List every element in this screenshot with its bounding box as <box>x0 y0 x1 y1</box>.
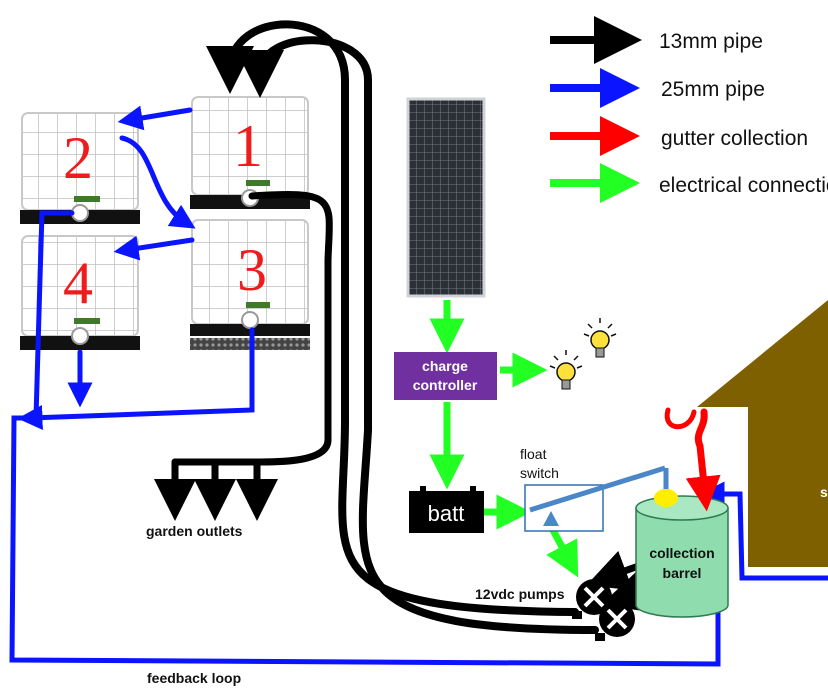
float-switch-label-line1: float <box>520 446 547 462</box>
legend-label: gutter collection <box>661 127 808 150</box>
legend-label: 25mm pipe <box>661 78 765 101</box>
pump-icon <box>595 601 635 641</box>
house-roof <box>697 300 828 407</box>
float-switch: float switch <box>520 446 669 532</box>
battery: batt <box>409 486 484 533</box>
tank3-to-tank4-pipe <box>113 235 195 261</box>
house: s <box>697 300 828 567</box>
electrical-connections <box>429 300 579 578</box>
lightbulb-icon <box>583 318 617 358</box>
tank-number-3: 3 <box>237 237 267 303</box>
pump-icon <box>572 579 612 619</box>
tank-number-2: 2 <box>63 125 93 191</box>
ibc-tank-2: 2 <box>20 112 140 224</box>
pump-to-tank1-pipe-inner <box>236 36 599 634</box>
float-switch-label-line2: switch <box>520 465 559 481</box>
charge-controller-label-line2: controller <box>413 377 478 393</box>
barrel-label-line2: barrel <box>663 565 702 581</box>
legend-label: electrical connections <box>659 174 828 197</box>
float-to-pump-wire <box>546 528 579 578</box>
lightbulb-icon <box>549 350 583 390</box>
tank1-to-garden-pipe <box>171 190 333 466</box>
ibc-tank-4: 4 <box>20 235 140 350</box>
gutter-downpipe <box>685 408 721 512</box>
float-ball <box>654 489 678 507</box>
collection-barrel: collection barrel <box>635 489 729 618</box>
tank3-to-loop-pipe <box>17 327 255 431</box>
house-wall <box>748 407 828 567</box>
charge-controller: charge controller <box>394 352 497 400</box>
legend-item-electrical-connections: electrical connections <box>550 163 828 203</box>
ibc-tank-1: 1 <box>190 96 310 209</box>
feedback-loop-label: feedback loop <box>147 670 241 686</box>
garden-outlets-label: garden outlets <box>146 523 243 539</box>
legend: 13mm pipe 25mm pipe gutter collection el… <box>550 16 828 203</box>
battery-label: batt <box>428 501 465 526</box>
tank-number-4: 4 <box>63 250 93 316</box>
gutter-hook <box>664 407 697 430</box>
pumps-label: 12vdc pumps <box>475 586 565 602</box>
tank1-to-tank2-pipe <box>117 105 193 131</box>
legend-item-13mm-pipe: 13mm pipe <box>550 16 763 64</box>
ibc-tank-3: 3 <box>190 219 310 350</box>
barrel-label-line1: collection <box>649 545 714 561</box>
legend-item-25mm-pipe: 25mm pipe <box>550 68 765 108</box>
house-return-pipe <box>699 481 828 581</box>
tank2-to-tank3-pipe <box>119 135 196 229</box>
gutter-downspout <box>664 407 721 512</box>
house-label: s <box>820 484 828 500</box>
legend-label: 13mm pipe <box>659 30 763 53</box>
pipes-13mm <box>154 20 656 634</box>
solar-panel <box>406 97 486 298</box>
charge-controller-label-line1: charge <box>422 358 468 374</box>
legend-item-gutter-collection: gutter collection <box>550 116 808 156</box>
tank-number-1: 1 <box>233 113 263 179</box>
pump-to-tank1-pipe-outer <box>206 20 579 616</box>
